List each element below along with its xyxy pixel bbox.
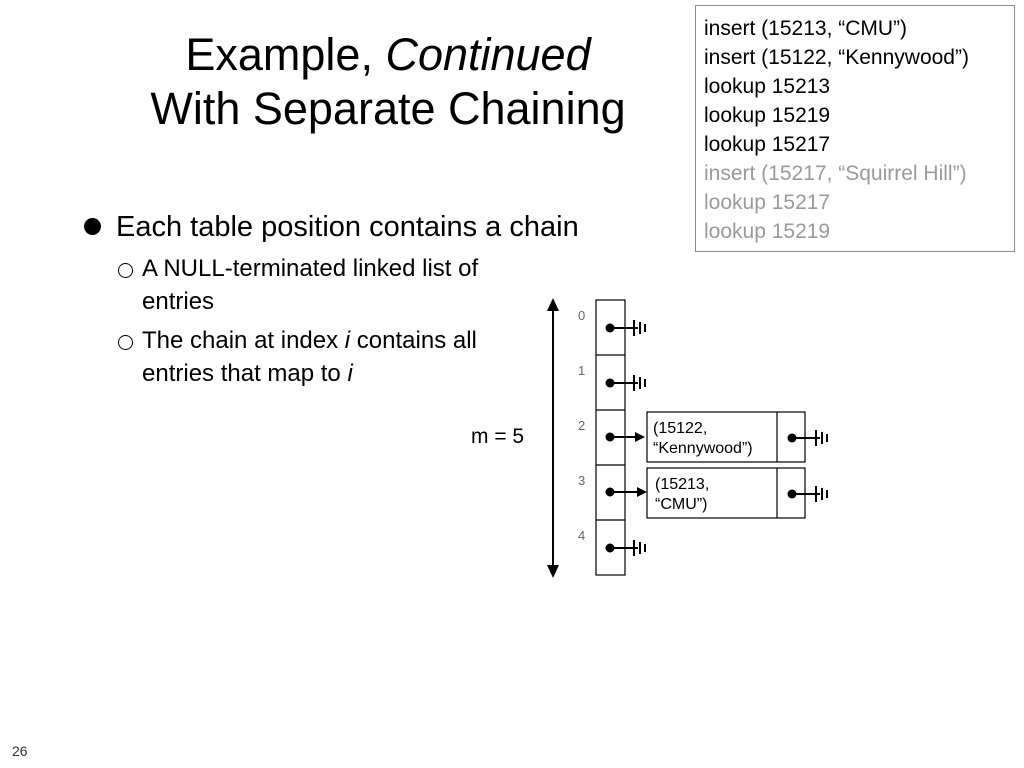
title-line-1: Example, Continued: [185, 29, 591, 80]
null-pointer-icon: [605, 540, 646, 556]
slide-number: 26: [12, 743, 28, 759]
operation-line-pending: lookup 15219: [704, 220, 831, 243]
operation-line: lookup 15219: [704, 104, 831, 127]
operation-line: insert (15213, “CMU”): [704, 17, 908, 40]
table-size-label: m = 5: [471, 425, 525, 448]
null-pointer-icon: [605, 375, 646, 391]
bullet-dot-icon: [84, 218, 101, 235]
operations-box: insert (15213, “CMU”) insert (15122, “Ke…: [695, 5, 1015, 252]
index-label: 4: [578, 528, 585, 543]
index-label: 3: [578, 473, 585, 488]
index-label: 2: [578, 418, 585, 433]
title-italic: Continued: [385, 29, 591, 80]
bullet-list: Each table position contains a chain A N…: [80, 208, 640, 390]
sub-bullet-ring-icon: [118, 335, 133, 350]
bullet-main: Each table position contains a chain: [80, 208, 640, 246]
index-label: 0: [578, 308, 585, 323]
null-pointer-icon: [605, 320, 646, 336]
sub-bullet-2: The chain at index i contains all entrie…: [80, 324, 522, 390]
chain-node: [646, 411, 828, 463]
pointer-arrow: [605, 487, 647, 497]
entry-key-value: (15122, “Kennywood”): [653, 420, 753, 457]
chain-node: [646, 467, 828, 519]
pointer-arrow: [605, 432, 645, 442]
index-label: 1: [578, 363, 585, 378]
slide-title: Example, Continued With Separate Chainin…: [100, 28, 676, 136]
operation-line: insert (15122, “Kennywood”): [704, 46, 969, 69]
sub-bullet-1: A NULL-terminated linked list of entries: [80, 252, 522, 318]
operation-line-pending: lookup 15217: [704, 191, 831, 214]
operation-line: lookup 15217: [704, 133, 831, 156]
title-line-2: With Separate Chaining: [150, 83, 626, 134]
entry-key-value: (15213, “CMU”): [655, 476, 710, 513]
sub-bullet-ring-icon: [118, 263, 133, 278]
operation-line: lookup 15213: [704, 75, 831, 98]
size-arrow: [547, 298, 559, 578]
operation-line-pending: insert (15217, “Squirrel Hill”): [704, 162, 967, 185]
